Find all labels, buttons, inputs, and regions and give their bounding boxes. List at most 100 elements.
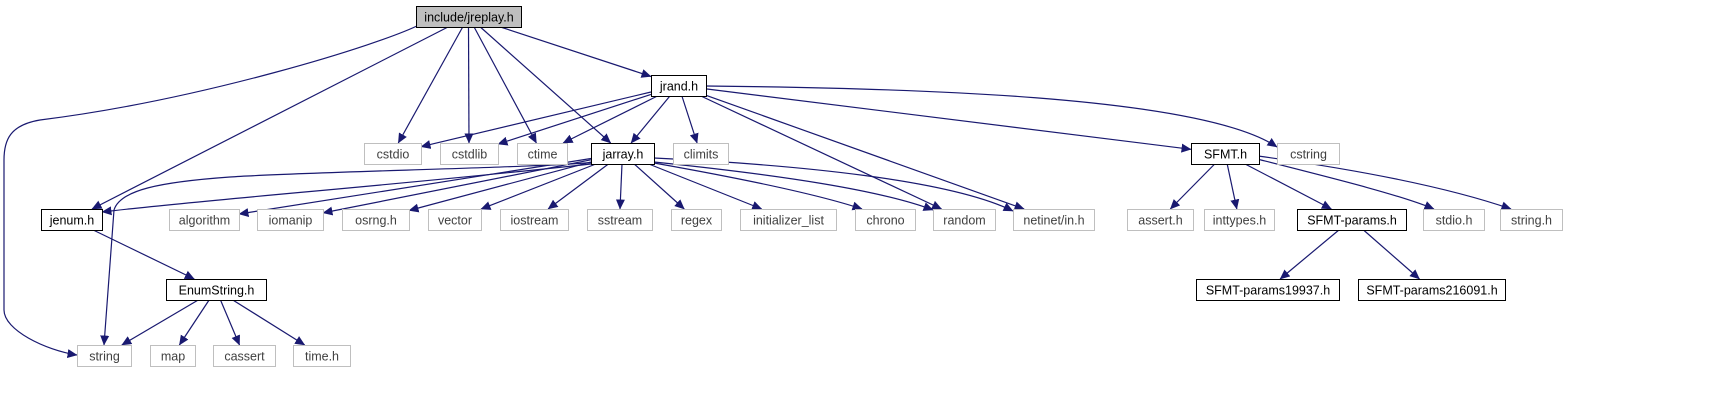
- edge-jreplay-to-cstdlib: [464, 26, 474, 144]
- edge-jarray-to-netinet: [653, 157, 1014, 212]
- node-label-enumstring: EnumString.h: [179, 284, 255, 298]
- node-ctime: ctime: [517, 143, 568, 165]
- node-netinet: netinet/in.h: [1013, 209, 1095, 231]
- node-sfmt[interactable]: SFMT.h: [1191, 143, 1260, 165]
- edge-enumstring-to-timeh: [232, 299, 306, 346]
- node-sfmt19937[interactable]: SFMT-params19937.h: [1196, 279, 1340, 301]
- node-iomanip: iomanip: [257, 209, 324, 231]
- node-label-sfmt19937: SFMT-params19937.h: [1206, 284, 1330, 298]
- edge-jarray-to-sstream: [615, 163, 625, 210]
- edge-jarray-to-iomanip: [322, 159, 592, 216]
- node-box-cstring: [1277, 143, 1340, 165]
- edge-jarray-to-random: [653, 161, 934, 211]
- node-box-initlist: [740, 209, 837, 231]
- node-box-timeh: [293, 345, 351, 367]
- edge-sfmtparams-to-sfmt216091: [1363, 229, 1420, 280]
- node-label-inttypes: inttypes.h: [1213, 214, 1267, 228]
- node-cstdio: cstdio: [364, 143, 422, 165]
- node-label-sstream: sstream: [598, 214, 642, 228]
- node-label-iomanip: iomanip: [269, 214, 313, 228]
- node-cstdlib: cstdlib: [440, 143, 499, 165]
- node-box-jreplay: [416, 6, 522, 28]
- node-box-iomanip: [257, 209, 324, 231]
- node-label-asserth: assert.h: [1138, 214, 1183, 228]
- node-label-jreplay: include/jreplay.h: [424, 11, 513, 25]
- node-cstring: cstring: [1277, 143, 1340, 165]
- node-label-osrng: osrng.h: [355, 214, 397, 228]
- edge-jarray-to-osrng: [408, 161, 592, 213]
- node-box-jarray: [591, 143, 655, 165]
- node-label-sfmt: SFMT.h: [1204, 148, 1247, 162]
- node-label-chrono: chrono: [866, 214, 904, 228]
- node-box-netinet: [1013, 209, 1095, 231]
- edge-jarray-to-string: [100, 161, 597, 346]
- edge-jreplay-to-cstdio: [397, 26, 464, 144]
- node-jarray[interactable]: jarray.h: [591, 143, 655, 165]
- node-sfmt216091[interactable]: SFMT-params216091.h: [1358, 279, 1506, 301]
- edge-jarray-to-jenum: [101, 163, 592, 216]
- node-label-cstdlib: cstdlib: [452, 148, 487, 162]
- node-label-jarray: jarray.h: [602, 148, 644, 162]
- node-regex: regex: [671, 209, 722, 231]
- node-box-sfmtparams: [1297, 209, 1407, 231]
- node-box-climits: [673, 143, 729, 165]
- node-box-inttypes: [1204, 209, 1275, 231]
- node-label-netinet: netinet/in.h: [1023, 214, 1084, 228]
- node-box-sstream: [587, 209, 653, 231]
- header-nodes: include/jreplay.h jrand.h cstdio cstdlib cti…: [41, 6, 1563, 367]
- node-box-sfmt19937: [1196, 279, 1340, 301]
- node-label-random: random: [943, 214, 985, 228]
- edge-jrand-to-random: [700, 95, 943, 210]
- node-box-cassert: [213, 345, 276, 367]
- node-label-cstring: cstring: [1290, 148, 1327, 162]
- node-jenum[interactable]: jenum.h: [41, 209, 103, 231]
- node-cassert: cassert: [213, 345, 276, 367]
- node-jreplay[interactable]: include/jreplay.h: [416, 6, 522, 28]
- node-box-iostream: [500, 209, 569, 231]
- edge-jarray-to-vector: [480, 163, 597, 210]
- node-inttypes: inttypes.h: [1204, 209, 1275, 231]
- node-sfmtparams[interactable]: SFMT-params.h: [1297, 209, 1407, 231]
- node-random: random: [933, 209, 996, 231]
- node-box-cstdio: [364, 143, 422, 165]
- node-label-algorithm: algorithm: [179, 214, 230, 228]
- node-jrand[interactable]: jrand.h: [651, 75, 707, 97]
- node-climits: climits: [673, 143, 729, 165]
- node-box-string: [77, 345, 132, 367]
- node-box-map: [150, 345, 196, 367]
- node-timeh: time.h: [293, 345, 351, 367]
- node-label-iostream: iostream: [511, 214, 559, 228]
- edge-jreplay-to-ctime: [473, 26, 537, 144]
- node-label-jrand: jrand.h: [659, 80, 698, 94]
- edge-jrand-to-ctime: [562, 95, 658, 144]
- node-box-chrono: [855, 209, 916, 231]
- edge-enumstring-to-cassert: [219, 299, 241, 346]
- edge-jenum-to-enumstring: [92, 229, 195, 280]
- node-label-timeh: time.h: [305, 350, 339, 364]
- node-enumstring[interactable]: EnumString.h: [166, 279, 267, 301]
- node-box-regex: [671, 209, 722, 231]
- node-box-osrng: [342, 209, 410, 231]
- node-box-sfmt: [1191, 143, 1260, 165]
- node-stringh: string.h: [1500, 209, 1563, 231]
- edge-jrand-to-cstring: [705, 85, 1278, 148]
- node-label-sfmtparams: SFMT-params.h: [1307, 214, 1397, 228]
- node-map: map: [150, 345, 196, 367]
- node-box-stringh: [1500, 209, 1563, 231]
- edge-sfmtparams-to-sfmt19937: [1279, 229, 1340, 280]
- edge-jrand-to-sfmt: [705, 88, 1192, 153]
- edge-jreplay-to-jrand: [500, 26, 652, 78]
- node-box-random: [933, 209, 996, 231]
- node-vector: vector: [428, 209, 482, 231]
- edge-jarray-to-algorithm: [238, 157, 592, 217]
- edge-jrand-to-climits: [681, 95, 699, 144]
- node-stdio: stdio.h: [1423, 209, 1485, 231]
- node-label-stdio: stdio.h: [1436, 214, 1473, 228]
- node-box-asserth: [1127, 209, 1194, 231]
- edge-jreplay-to-jarray: [479, 26, 612, 144]
- edge-jrand-to-cstdio: [420, 91, 652, 149]
- edge-sfmt-to-inttypes: [1226, 163, 1240, 210]
- node-label-regex: regex: [681, 214, 713, 228]
- edge-jarray-to-iostream: [547, 163, 609, 210]
